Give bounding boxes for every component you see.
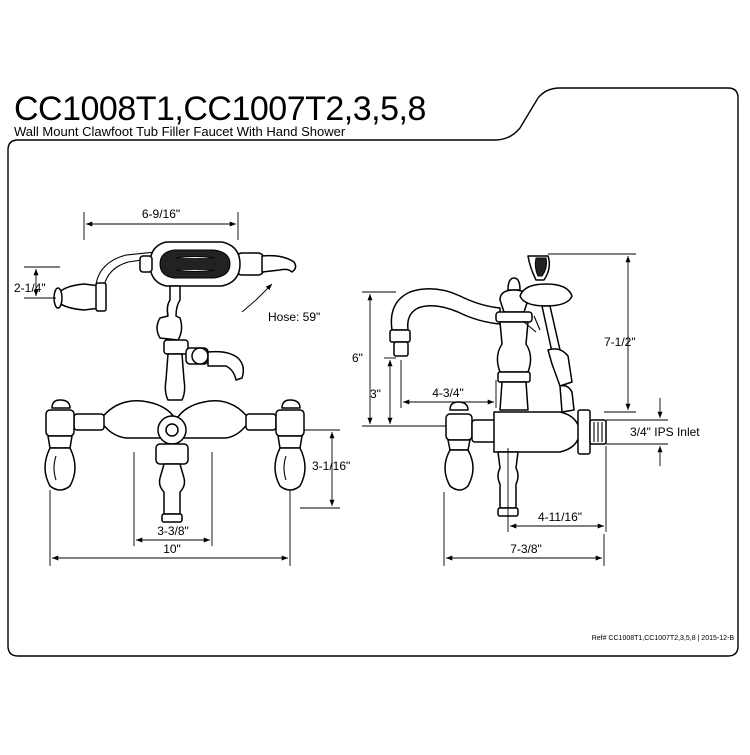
spout-aerator — [393, 341, 409, 357]
side-handshower-cradle — [519, 255, 575, 413]
side-view: 6" 3" 4-3/4" 7-1/2" 3/4" IPS Inlet 4-11/… — [352, 253, 700, 566]
center-spout — [158, 463, 186, 515]
front-view: 6-9/16" 2-1/4" Hose: 59" 3-1/16" 3-3/8" … — [14, 207, 350, 566]
center-spout-tip — [161, 513, 183, 523]
diverter-spout — [163, 339, 245, 401]
dim-handshower-width: 6-9/16" — [142, 207, 180, 221]
dim-inlet-depth: 4-11/16" — [538, 510, 582, 524]
side-wall-body — [444, 401, 607, 517]
left-lever-handle — [44, 399, 76, 491]
dim-spout-reach: 4-3/4" — [432, 386, 464, 400]
handshower-head — [53, 282, 107, 312]
dim-handshower-height: 2-1/4" — [14, 281, 46, 295]
cradle-post — [156, 285, 183, 341]
inlet-size-label: 3/4" IPS Inlet — [630, 425, 700, 439]
dim-handle-height: 3-1/16" — [312, 459, 350, 473]
dim-spout-height: 6" — [352, 351, 363, 365]
model-numbers-title: CC1008T1,CC1007T2,3,5,8 — [14, 90, 426, 128]
hose-length-label: Hose: 59" — [268, 310, 320, 324]
dim-overall-height: 7-1/2" — [604, 335, 636, 349]
handshower-handle — [139, 241, 297, 287]
center-column — [495, 277, 533, 411]
dim-overall-width: 10" — [163, 542, 181, 556]
dim-center-spacing: 3-3/8" — [157, 524, 189, 538]
dim-overall-depth: 7-3/8" — [510, 542, 542, 556]
spout-nozzle — [389, 329, 411, 343]
right-lever-handle — [274, 399, 306, 491]
reference-number: Ref# CC1008T1,CC1007T2,3,5,8 | 2015-12-B — [592, 635, 735, 642]
sheet-border — [7, 87, 739, 657]
dim-spout-clearance: 3" — [370, 387, 381, 401]
product-description: Wall Mount Clawfoot Tub Filler Faucet Wi… — [14, 124, 346, 139]
wall-mount-body — [73, 400, 277, 465]
gooseneck-spout — [390, 288, 501, 331]
